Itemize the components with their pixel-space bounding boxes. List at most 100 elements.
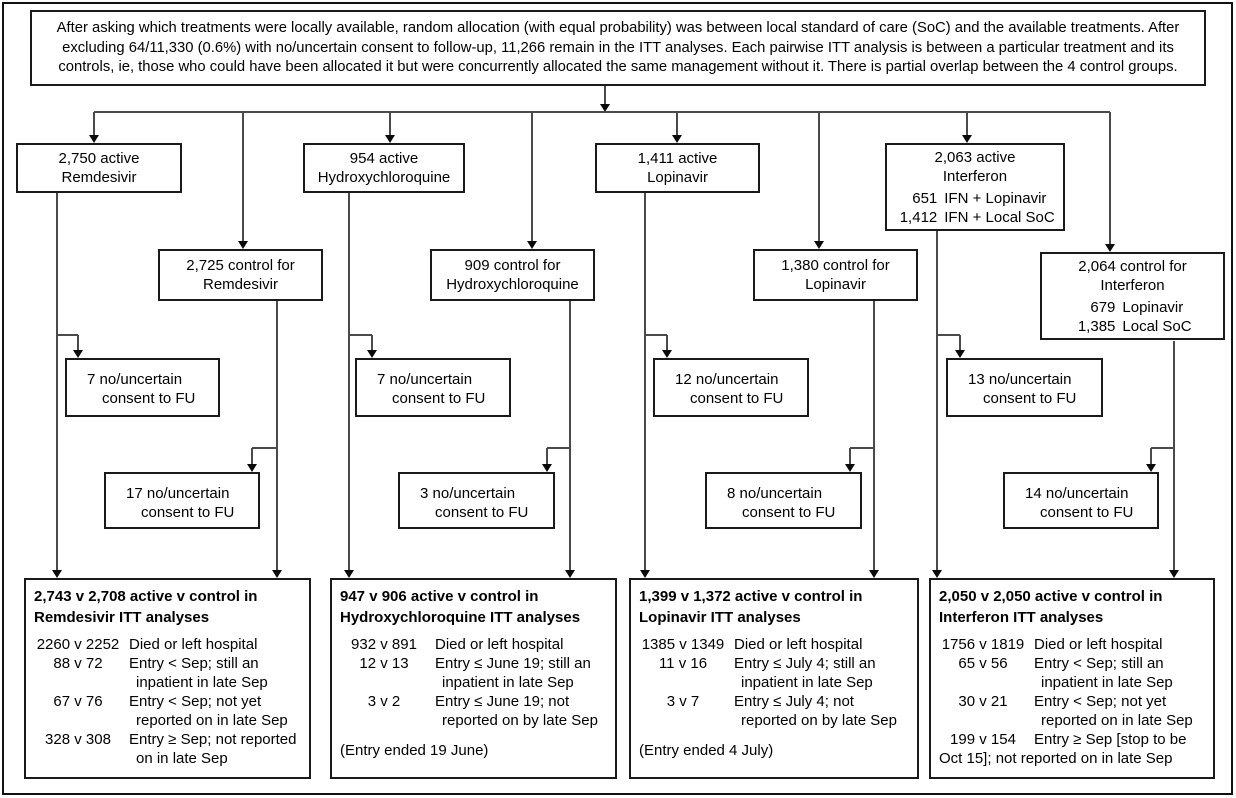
consent-line1: 7 no/uncertain: [87, 371, 183, 388]
connector-line: [57, 334, 78, 336]
active-count: 2,063 active: [934, 148, 1016, 166]
connector-line: [56, 193, 58, 570]
connector-line: [531, 112, 533, 241]
control-box-lopinavir: 1,380 control for Lopinavir: [753, 249, 918, 301]
connector-line: [849, 448, 851, 464]
arrowhead: [51, 570, 62, 578]
control-treatment: Hydroxychloroquine: [446, 276, 579, 293]
itt-row-description: Died or left hospital: [129, 636, 258, 653]
arrowhead: [639, 570, 650, 578]
itt-row-counts: 932 v 891: [351, 636, 417, 653]
active-count: 1,411 active: [637, 150, 718, 167]
arrowhead: [343, 570, 354, 578]
itt-title: 947 v 906 active v control in Hydroxychl…: [340, 588, 581, 626]
arrowhead: [813, 241, 824, 249]
consent-line2: consent to FU: [435, 504, 529, 521]
active-treatment: Hydroxychloroquine: [317, 169, 451, 186]
itt-row-description: Entry ≤ June 19; not reported on by late…: [435, 693, 598, 729]
connector-line: [546, 448, 548, 464]
arrowhead: [844, 464, 855, 472]
arrowhead: [366, 350, 377, 358]
control-treatment: Interferon: [1100, 276, 1165, 294]
connector-line: [93, 112, 95, 135]
consent-line1: 17 no/uncertain: [126, 485, 230, 502]
connector-line: [77, 335, 79, 350]
active-box-remdesivir: 2,750 active Remdesivir: [16, 143, 182, 193]
connector-line: [569, 301, 571, 570]
itt-row-counts: 199 v 154: [950, 731, 1016, 748]
connector-line: [937, 334, 960, 336]
arrowhead: [564, 570, 575, 578]
connector-line: [1150, 448, 1152, 464]
itt-row-description: Entry < Sep; still an inpatient in late …: [129, 655, 268, 691]
itt-row-description: Entry < Sep; not yet reported on in late…: [1034, 693, 1193, 729]
consent-line2: consent to FU: [392, 390, 486, 407]
itt-title: 2,050 v 2,050 active v control in Interf…: [939, 588, 1163, 626]
consent-line1: 8 no/uncertain: [727, 485, 823, 502]
connector-line: [873, 301, 875, 570]
itt-entry-note: (Entry ended 4 July): [639, 742, 774, 759]
subgroup-count: 1,385: [1077, 317, 1116, 335]
consent-line2: consent to FU: [983, 390, 1077, 407]
arrowhead: [599, 104, 610, 112]
consent-box-lopinavir-control: 8 no/uncertain consent to FU: [705, 472, 862, 529]
arrowhead: [88, 135, 99, 143]
itt-title: 2,743 v 2,708 active v control in Remdes…: [34, 588, 258, 626]
connector-line: [1173, 341, 1175, 570]
consent-line1: 14 no/uncertain: [1025, 485, 1129, 502]
control-box-remdesivir: 2,725 control for Remdesivir: [158, 249, 323, 301]
subgroup-count: 1,412: [899, 208, 938, 226]
active-treatment: Lopinavir: [647, 169, 708, 186]
connector-line: [966, 112, 968, 135]
itt-box-hydroxychloroquine: 947 v 906 active v control in Hydroxychl…: [330, 578, 617, 779]
consent-box-hydroxychloroquine-active: 7 no/uncertain consent to FU: [355, 358, 511, 417]
connector-line: [936, 231, 938, 570]
control-count: 2,064 control for: [1078, 257, 1187, 275]
active-count: 2,750 active: [58, 150, 140, 167]
itt-row-description: Died or left hospital: [435, 636, 564, 653]
connector-line: [389, 112, 391, 135]
control-box-hydroxychloroquine: 909 control for Hydroxychloroquine: [430, 249, 595, 301]
itt-row: 932 v 891 Died or left hospital: [340, 635, 607, 654]
arrowhead: [1145, 464, 1156, 472]
arrowhead: [931, 570, 942, 578]
arrowhead: [1104, 244, 1115, 252]
connector-line: [276, 301, 278, 570]
arrowhead: [671, 135, 682, 143]
arrowhead: [868, 570, 879, 578]
arrowhead: [246, 464, 257, 472]
control-count: 2,725 control for: [186, 257, 295, 274]
connector-line: [348, 193, 350, 570]
itt-row-counts: 88 v 72: [53, 655, 103, 672]
consent-line1: 13 no/uncertain: [968, 371, 1072, 388]
connector-line: [644, 193, 646, 570]
itt-row-wrap: Oct 15]; not reported on in late Sep: [939, 750, 1173, 767]
itt-entry-note: (Entry ended 19 June): [340, 742, 489, 759]
itt-row-counts: 30 v 21: [958, 693, 1008, 710]
itt-row-description: Entry ≤ July 4; still an inpatient in la…: [734, 655, 876, 691]
itt-row-description: Entry < Sep; still an inpatient in late …: [1034, 655, 1173, 691]
itt-row: 30 v 21 Entry < Sep; not yet reported on …: [939, 692, 1205, 730]
itt-row-counts: 3 v 7: [666, 693, 700, 710]
allocation-note-text: After asking which treatments were local…: [56, 20, 1180, 75]
connector-line: [850, 447, 874, 449]
consent-box-remdesivir-control: 17 no/uncertain consent to FU: [104, 472, 260, 529]
arrowhead: [541, 464, 552, 472]
arrowhead: [954, 350, 965, 358]
consent-line1: 7 no/uncertain: [377, 371, 473, 388]
itt-row-description: Entry ≤ July 4; not reported on by late …: [734, 693, 897, 729]
